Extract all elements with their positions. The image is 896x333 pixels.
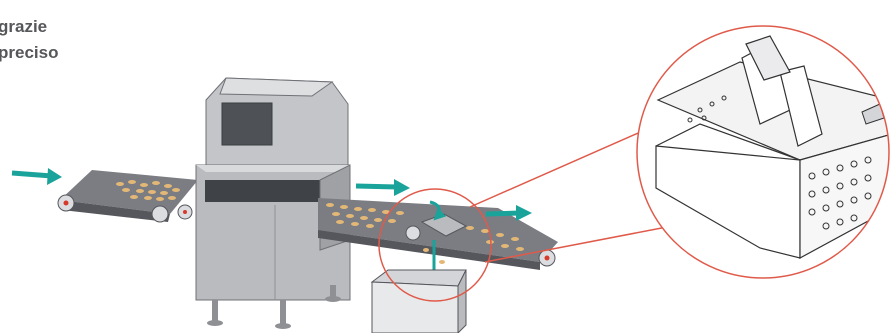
flow-arrow-icon — [356, 179, 410, 196]
reject-bin — [372, 270, 466, 333]
infeed-arrow-icon — [12, 168, 62, 185]
infeed-conveyor — [58, 170, 198, 222]
machine-display-screen — [222, 103, 272, 145]
